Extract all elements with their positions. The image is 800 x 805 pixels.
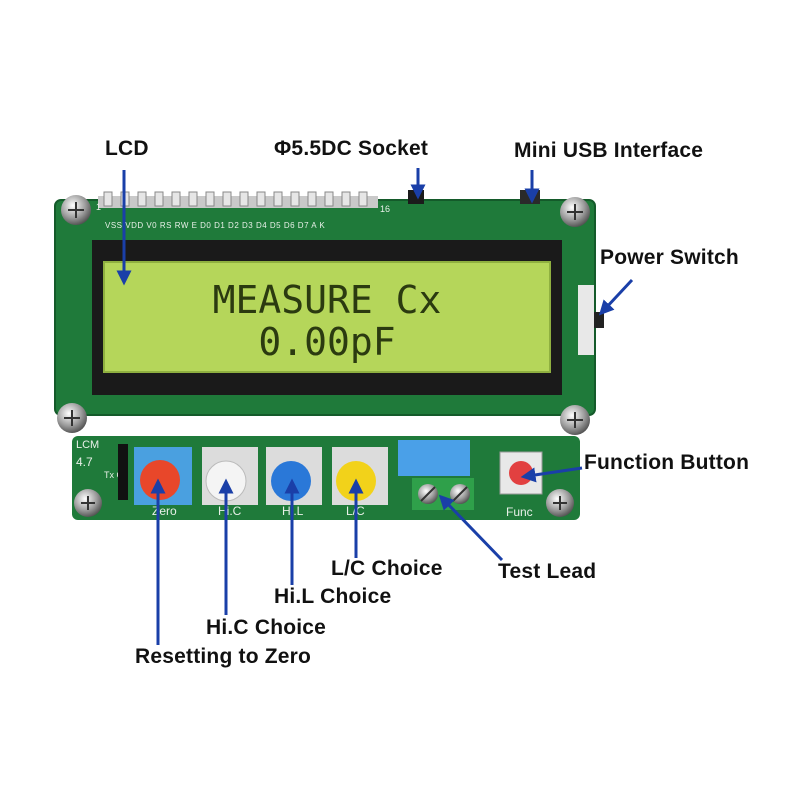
label-usb: Mini USB Interface xyxy=(514,139,704,162)
blue-capacitor xyxy=(398,440,470,476)
func-button[interactable] xyxy=(499,451,543,495)
header-pin xyxy=(324,191,334,207)
test-lead-terminal xyxy=(412,478,474,510)
header-pin xyxy=(273,191,283,207)
label-power-switch: Power Switch xyxy=(600,246,739,269)
dc-socket xyxy=(408,190,424,204)
header-pin xyxy=(154,191,164,207)
label-socket: Φ5.5DC Socket xyxy=(274,137,429,160)
mini-usb xyxy=(520,190,540,204)
hic-button[interactable] xyxy=(202,447,258,505)
side-pin-labels: Tx G xyxy=(104,470,124,480)
header-pin-first: 1 xyxy=(96,202,101,212)
voltage-label: 4.7 xyxy=(76,455,93,469)
screw-bottom-right-icon xyxy=(546,489,574,517)
header-pin xyxy=(290,191,300,207)
label-hic-choice: Hi.C Choice xyxy=(206,616,327,639)
label-test-lead: Test Lead xyxy=(498,560,597,583)
header-pin xyxy=(188,191,198,207)
pin-labels: VSS VDD V0 RS RW E D0 D1 D2 D3 D4 D5 D6 … xyxy=(105,221,325,230)
label-reset-zero: Resetting to Zero xyxy=(135,645,312,668)
header-pin xyxy=(205,191,215,207)
header-pin xyxy=(307,191,317,207)
header-pin xyxy=(137,191,147,207)
power-switch-body xyxy=(578,285,594,355)
zero-button-label: Zero xyxy=(152,504,177,518)
zero-button[interactable] xyxy=(134,447,192,505)
screw-mid-left-icon xyxy=(57,403,87,433)
header-pin xyxy=(222,191,232,207)
header-pin xyxy=(341,191,351,207)
header-pin xyxy=(239,191,249,207)
label-lc-choice: L/C Choice xyxy=(331,557,443,580)
header-pin-last: 16 xyxy=(380,204,390,214)
header-pin xyxy=(103,191,113,207)
hic-button-label: Hi.C xyxy=(218,504,242,518)
label-hil-choice: Hi.L Choice xyxy=(274,585,392,608)
label-function-button: Function Button xyxy=(584,451,750,474)
screw-top-right-icon xyxy=(560,197,590,227)
header-pin xyxy=(256,191,266,207)
module-label: LCM xyxy=(76,439,99,451)
label-lcd: LCD xyxy=(105,137,149,160)
screw-bottom-left-icon xyxy=(74,489,102,517)
lc-button[interactable] xyxy=(332,447,388,505)
hil-button[interactable] xyxy=(266,447,322,505)
lcd-line-2: 0.00pF xyxy=(258,320,395,364)
header-pin xyxy=(358,191,368,207)
header-pins xyxy=(98,191,378,208)
func-button-label: Func xyxy=(506,505,533,519)
lcd-screen xyxy=(104,262,550,372)
power-switch-knob xyxy=(594,312,604,328)
screw-top-left-icon xyxy=(61,195,91,225)
callout-arrows xyxy=(116,168,634,645)
header-pin xyxy=(171,191,181,207)
screw-mid-right-icon xyxy=(560,405,590,435)
side-pin-header xyxy=(118,444,128,500)
lcd-line-1: MEASURE Cx xyxy=(213,278,442,322)
